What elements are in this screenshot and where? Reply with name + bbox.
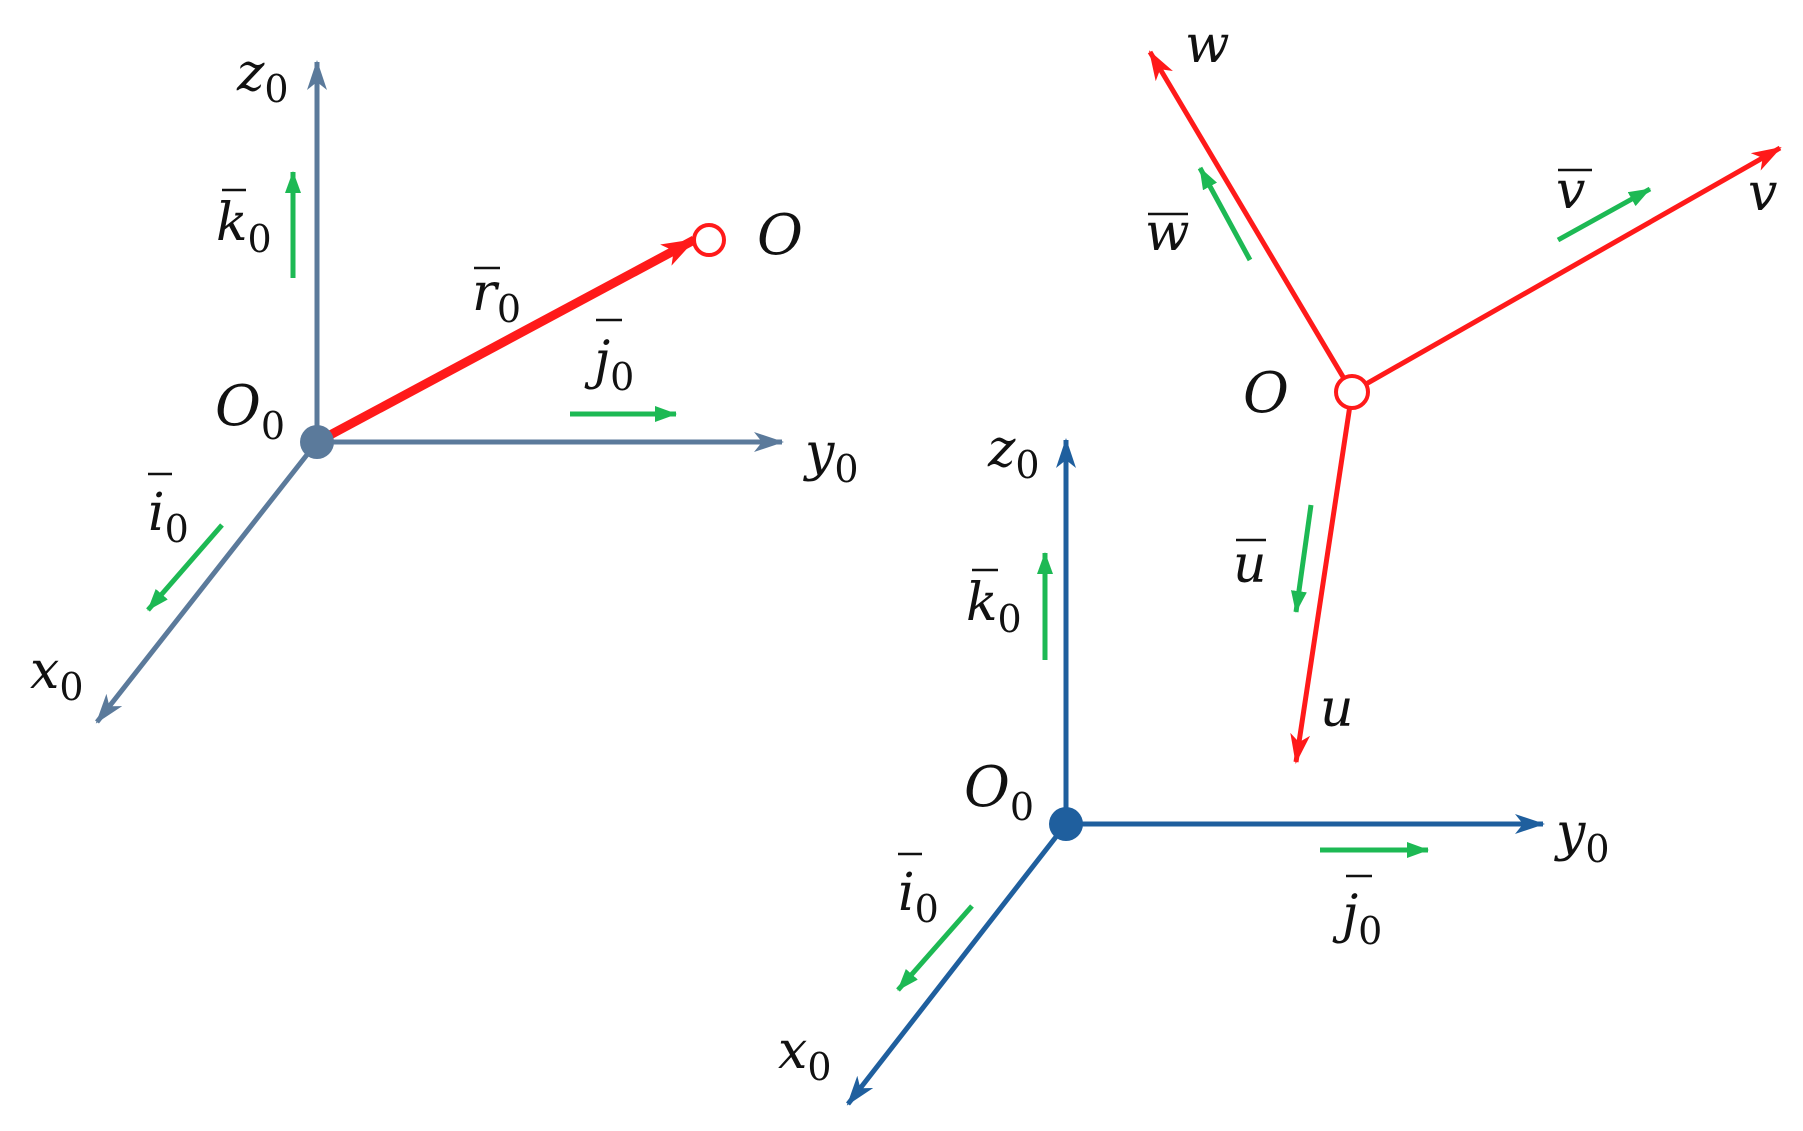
moving-v-unit-arrow	[1556, 186, 1652, 243]
svg-text:u: u	[1233, 535, 1267, 595]
moving-frame: O w v u w v u	[1145, 15, 1782, 764]
right-origin-label: O0	[964, 755, 1034, 829]
left-x-axis-label: x0	[30, 641, 84, 709]
moving-w-axis-label: w	[1185, 15, 1230, 75]
left-z-axis-label: z0	[236, 43, 289, 111]
right-origin-point	[1049, 807, 1083, 841]
svg-text:i0: i0	[898, 863, 939, 931]
right-k0-label: k0	[966, 568, 1022, 641]
left-y-axis-label: y0	[803, 423, 859, 491]
moving-w-unit-arrow	[1197, 166, 1253, 262]
left-fixed-frame: z0 y0 x0 O0 k0 j0 i0 r0 O	[30, 43, 859, 724]
radius-vector-r0	[314, 236, 697, 446]
right-j0-label: j0	[1332, 874, 1382, 953]
moving-v-axis-label: v	[1748, 163, 1777, 223]
moving-w-unit-label: w	[1145, 203, 1190, 263]
moving-u-axis-label: u	[1320, 679, 1354, 739]
moving-u-unit-arrow	[1290, 504, 1314, 613]
svg-text:w: w	[1145, 203, 1190, 263]
svg-text:j0: j0	[584, 331, 634, 399]
right-x-axis-label: x0	[778, 1021, 832, 1089]
left-i0-label: i0	[148, 472, 189, 551]
radius-vector-r0-label: r0	[472, 263, 521, 331]
left-k0-label: k0	[216, 188, 272, 261]
moving-w-axis	[1147, 50, 1355, 394]
svg-text:i0: i0	[148, 483, 189, 551]
moving-origin-point	[1334, 374, 1370, 410]
right-y-axis-label: y0	[1554, 803, 1610, 871]
right-z-axis-label: z0	[987, 419, 1040, 487]
right-x-axis	[846, 822, 1068, 1106]
moving-v-axis	[1350, 145, 1782, 395]
moving-u-axis	[1290, 391, 1355, 764]
left-point-o-label: O	[757, 203, 803, 268]
right-i0-label: i0	[898, 852, 939, 931]
right-i0-unit-arrow	[896, 904, 974, 992]
right-fixed-frame: z0 y0 x0 O0 k0 j0 i0	[778, 419, 1610, 1106]
svg-text:j0: j0	[1332, 885, 1382, 953]
left-origin-label: O0	[215, 374, 285, 448]
svg-text:r0: r0	[472, 263, 521, 331]
left-x-axis	[95, 440, 319, 724]
moving-u-unit-label: u	[1233, 535, 1267, 595]
svg-text:v: v	[1556, 161, 1585, 221]
left-i0-unit-arrow	[146, 523, 224, 612]
svg-text:k0: k0	[966, 573, 1022, 641]
svg-text:k0: k0	[216, 193, 272, 261]
left-j0-label: j0	[584, 318, 634, 399]
left-origin-point	[300, 425, 334, 459]
moving-origin-label: O	[1243, 361, 1289, 426]
moving-v-unit-label: v	[1556, 161, 1592, 221]
left-point-o-marker	[692, 223, 726, 257]
